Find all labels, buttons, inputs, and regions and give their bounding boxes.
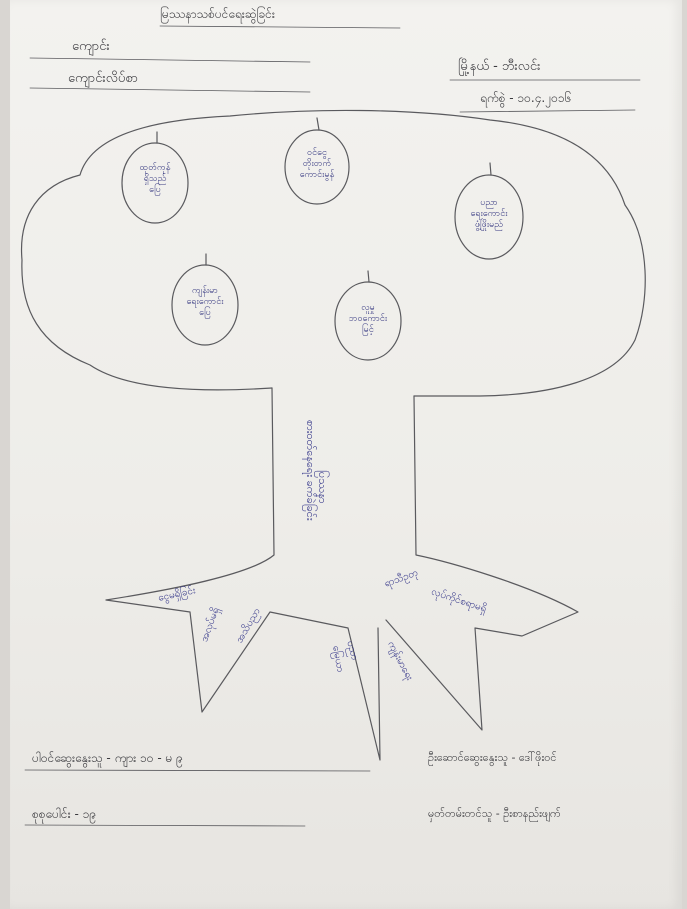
fruit-5-text: လူမှု ဘဝကောင်း မြင့်: [348, 303, 388, 335]
fruit-4-text: ကျန်းမာ ရေးကောင်း ပြေ: [186, 286, 224, 318]
worksheet-page: မြဿနာသစ်ပင်ရေးဆွဲခြင်း ကျောင်း ကျောင်းလိ…: [10, 0, 682, 909]
worksheet-title: မြဿနာသစ်ပင်ရေးဆွဲခြင်း: [160, 7, 275, 21]
school-label: ကျောင်း: [72, 39, 110, 54]
school-address-label: ကျောင်းလိပ်စာ: [68, 71, 138, 86]
trunk-problem-label: ပြဿနာ: [316, 470, 329, 504]
trunk-problem-text: စားဝတ်နေရေး ခက်ခဲခြင်း: [304, 420, 317, 521]
township-value: မြို့နယ် - ဘီးလင်း: [458, 59, 541, 74]
facilitator-name: ဦးဆောင်ဆွေးနွေးသူ - ဒေါ်ဖိုးဝင်: [428, 751, 557, 764]
date-value: ရက်စွဲ - ၁၀.၄.၂၀၁၆: [480, 91, 572, 105]
fruit-2-text: ဝင်ငွေ တိုးတက် ကောင်းမွန်: [299, 148, 335, 180]
recorder-name: မှတ်တမ်းတင်သူ - ဦးစာနည်းဖျက်: [428, 807, 561, 820]
fruit-1-text: ထုတ်ကုန် ရှိသည် ပြေ: [139, 163, 171, 195]
total-count: စုစုပေါင်း - ၁၉: [32, 807, 97, 821]
participants-count: ပါဝင်ဆွေးနွေးသူ - ကျား ၁၀ - မ ၉: [32, 751, 183, 765]
fruit-3-text: ပညာ ရေးကောင်း ဖွံ့ဖြိုးမည်: [470, 198, 508, 230]
tree-drawing: [20, 25, 646, 827]
